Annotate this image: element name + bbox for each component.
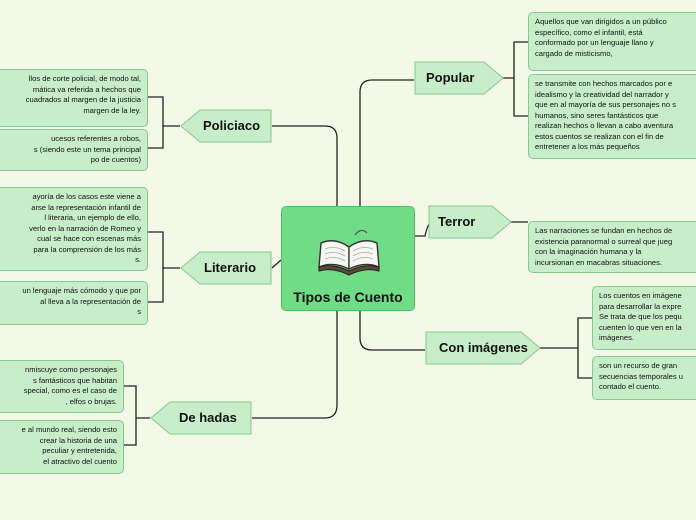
note-policiaco-1[interactable]: llos de corte policial, de modo tal, mát…: [0, 69, 148, 127]
note-line: ucesos referentes a robos,: [51, 134, 141, 143]
open-book-icon: [318, 229, 380, 276]
note-line: el atractivo del cuento: [43, 456, 117, 466]
note-literario-2[interactable]: un lenguaje más cómodo y que por al llev…: [0, 281, 148, 325]
note-line: arse la representación infantil de: [31, 202, 141, 212]
note-line: cuenten lo que ven en la: [599, 322, 682, 332]
note-line: cual se hace con escenas más: [37, 234, 141, 243]
note-line: existencia paranormal o surreal que jueg: [535, 236, 673, 246]
note-line: incursionan en macabras situaciones.: [535, 257, 663, 267]
note-literario-1[interactable]: ayoría de los casos este viene a arse la…: [0, 187, 148, 271]
note-line: al lleva a la representación de: [40, 296, 141, 306]
note-line: que en al mayoría de sus personajes no s: [535, 100, 676, 109]
note-terror-1[interactable]: Las narraciones se fundan en hechos de e…: [528, 221, 696, 273]
note-line: cuadrados al margen de la justicia: [25, 95, 141, 104]
branch-con-imagenes[interactable]: Con imágenes: [425, 331, 541, 365]
note-line: idealismo y la creatividad del narrador …: [535, 89, 669, 99]
note-line: nmiscuye como personajes: [24, 365, 117, 374]
central-topic-title: Tipos de Cuento: [293, 289, 403, 305]
note-line: Los cuentos en imágene: [599, 291, 682, 300]
note-line: conformado por un lenguaje llano y: [535, 38, 654, 47]
note-line: secuencias temporales u: [599, 371, 683, 381]
note-line: ayoría de los casos este viene a: [32, 192, 142, 201]
note-line: margen de la ley.: [83, 105, 141, 115]
note-hadas-2[interactable]: e al mundo real, siendo esto crear la hi…: [0, 420, 124, 474]
note-line: e al mundo real, siendo esto: [21, 425, 117, 434]
branch-terror[interactable]: Terror: [428, 205, 512, 239]
branch-shape: [414, 61, 504, 95]
branch-popular-label: Popular: [426, 70, 475, 85]
note-line: humanos, sino seres fantásticos que: [535, 110, 659, 120]
note-line: Se trata de que los pequ: [599, 312, 682, 321]
branch-shape: [180, 251, 272, 285]
note-line: special, como es el caso de: [23, 386, 117, 395]
note-line: específico, como el infantil, está: [535, 27, 643, 37]
note-line: po de cuentos): [90, 155, 141, 164]
branch-popular[interactable]: Popular: [414, 61, 504, 95]
note-line: peculiar y entretenida,: [42, 446, 117, 455]
note-line: contado el cuento.: [599, 382, 662, 391]
branch-shape: [180, 109, 272, 143]
central-topic[interactable]: Tipos de Cuento: [281, 206, 415, 311]
note-line: son un recurso de gran: [599, 361, 678, 370]
note-imagenes-2[interactable]: son un recurso de gran secuencias tempor…: [592, 356, 696, 400]
branch-terror-label: Terror: [438, 214, 476, 229]
branch-policiaco[interactable]: Policiaco: [180, 109, 272, 143]
note-policiaco-2[interactable]: ucesos referentes a robos, s (siendo est…: [0, 129, 148, 171]
note-line: Las narraciones se fundan en hechos de: [535, 226, 673, 235]
note-line: s: [137, 307, 141, 316]
note-popular-1[interactable]: Aquellos que van dirigidos a un público …: [528, 12, 696, 71]
note-line: realizan hechos o llevan a cabo aventura: [535, 121, 674, 130]
note-line: s fantásticos que habitan: [32, 375, 117, 385]
note-line: para la comprensión de los más: [33, 244, 141, 254]
note-line: entretener a los más pequeños: [535, 142, 640, 151]
branch-literario-label: Literario: [204, 260, 257, 275]
note-line: crear la historia de una: [39, 435, 117, 445]
branch-de-hadas-label: De hadas: [179, 410, 237, 425]
note-line: s (siendo este un tema principal: [33, 144, 141, 154]
note-line: Aquellos que van dirigidos a un público: [535, 17, 667, 26]
note-line: estos cuentos se realizan con el fin de: [535, 131, 664, 141]
branch-literario[interactable]: Literario: [180, 251, 272, 285]
branch-shape: [425, 331, 541, 365]
note-line: s.: [135, 255, 141, 264]
note-line: llos de corte policial, de modo tal,: [28, 74, 141, 83]
note-hadas-1[interactable]: nmiscuye como personajes s fantásticos q…: [0, 360, 124, 413]
note-popular-2[interactable]: se transmite con hechos marcados por e i…: [528, 74, 696, 159]
note-line: mática va referida a hechos que: [32, 84, 141, 94]
note-line: imágenes.: [599, 333, 635, 342]
branch-de-hadas[interactable]: De hadas: [150, 401, 252, 435]
note-line: con la imaginación humana y la: [535, 247, 642, 256]
branch-shape: [428, 205, 512, 239]
note-imagenes-1[interactable]: Los cuentos en imágene para desarrollar …: [592, 286, 696, 350]
note-line: se transmite con hechos marcados por e: [535, 79, 673, 88]
branch-policiaco-label: Policiaco: [203, 118, 261, 133]
branch-con-imagenes-label: Con imágenes: [439, 340, 528, 355]
branch-shape: [150, 401, 252, 435]
note-line: verlo en la narración de Romeo y: [29, 223, 141, 233]
note-line: cargado de misticismo,: [535, 48, 613, 58]
note-line: un lenguaje más cómodo y que por: [22, 286, 141, 295]
note-line: l literaria, un ejemplo de ello,: [44, 213, 141, 222]
note-line: , elfos o brujas.: [65, 396, 118, 406]
note-line: para desarrollar la expre: [599, 301, 682, 311]
